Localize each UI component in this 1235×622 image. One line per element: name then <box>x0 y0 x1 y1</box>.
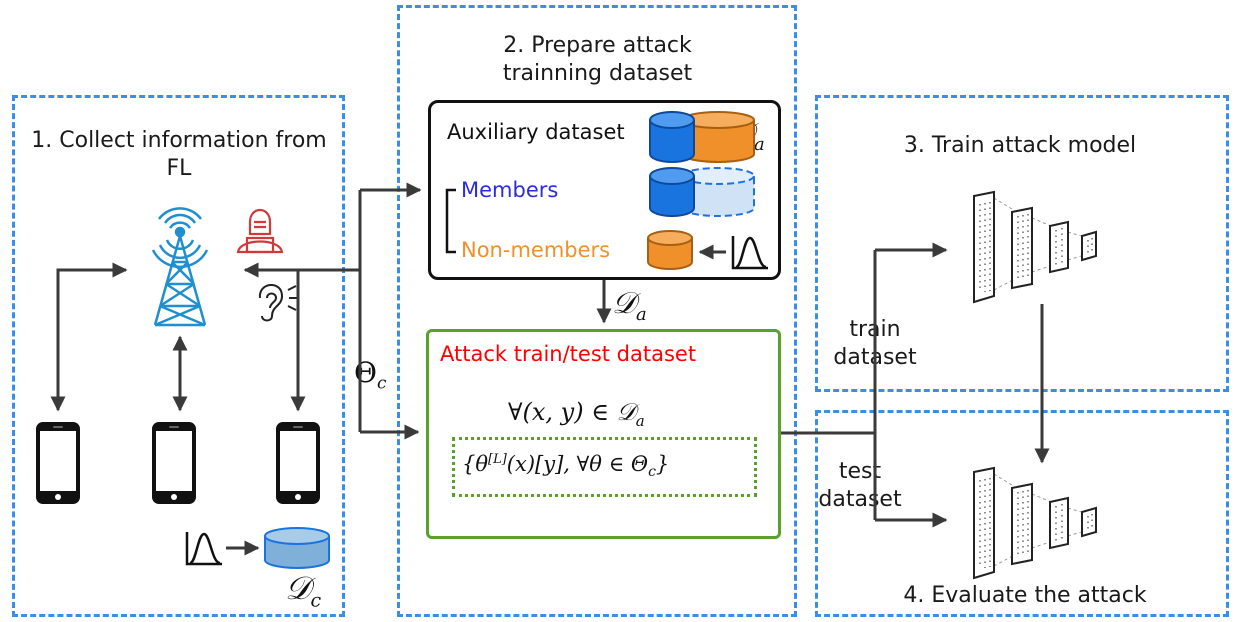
step4-region <box>815 410 1229 617</box>
step1-region <box>12 95 345 617</box>
auxiliary-dataset-label: Auxiliary dataset <box>447 120 625 144</box>
step2-title: 2. Prepare attack trainning dataset <box>502 33 693 86</box>
auxiliary-to-attack-label: 𝒟a <box>612 286 647 325</box>
step4-title: 4. Evaluate the attack <box>903 583 1147 608</box>
eavesdrop-ear-icon <box>258 284 298 322</box>
attack-formula-forall: ∀(x, y) ∈ 𝒟a <box>508 398 645 430</box>
distribution-curve-icon <box>728 232 772 272</box>
non-members-label: Non-members <box>461 238 611 262</box>
step1-title: 1. Collect information from FL <box>31 128 327 181</box>
smartphone-icon <box>152 422 196 504</box>
attack-dataset-title: Attack train/test dataset <box>440 342 697 366</box>
neural-network-icon <box>973 467 1097 579</box>
neural-network-icon <box>973 191 1097 303</box>
distribution-curve-icon <box>182 528 226 568</box>
smartphone-icon <box>276 422 320 504</box>
smartphone-icon <box>36 422 80 504</box>
client-dataset-symbol: 𝒟c <box>285 569 322 612</box>
attack-feature-box <box>452 437 757 497</box>
attack-dataset-box <box>426 329 781 539</box>
database-icon <box>649 167 755 217</box>
database-icon <box>647 230 693 270</box>
antenna-tower-icon <box>151 207 209 327</box>
attack-formula-features: {θ[L](x)[y], ∀θ ∈ Θc} <box>462 452 670 481</box>
step3-region <box>815 95 1229 392</box>
hacker-icon <box>236 208 284 254</box>
members-label: Members <box>461 178 559 202</box>
database-icon <box>264 527 330 569</box>
step3-title: 3. Train attack model <box>903 133 1137 158</box>
step2-region <box>397 5 797 617</box>
database-icon <box>649 111 755 163</box>
